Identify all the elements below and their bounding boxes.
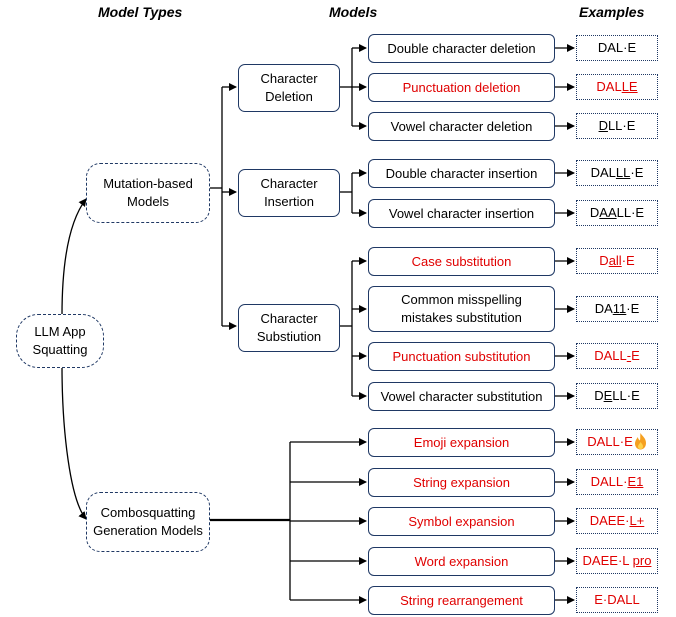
example-underlined: all: [608, 253, 622, 269]
example-pre: DA: [594, 301, 613, 317]
category-node-substitution: Character Substiution: [238, 304, 340, 352]
example-post: E: [631, 348, 640, 364]
model-label: Double character deletion: [387, 40, 536, 56]
example-node: DAEE·L pro: [576, 548, 658, 574]
model-label: String expansion: [413, 474, 510, 490]
model-node: Word expansion: [368, 547, 555, 576]
example-node: DALL·E: [576, 429, 658, 455]
type-node-mutation: Mutation-based Models: [86, 163, 210, 223]
model-label: String rearrangement: [400, 592, 523, 608]
example-underlined: LL: [615, 165, 631, 181]
example-node: DAL·E: [576, 35, 658, 61]
model-label: Vowel character deletion: [390, 118, 533, 134]
model-label: Punctuation substitution: [392, 348, 531, 364]
example-underlined: 11: [612, 301, 627, 317]
type-node-combosquatting: Combosquatting Generation Models: [86, 492, 210, 552]
model-node: Punctuation substitution: [368, 342, 555, 371]
model-label: Word expansion: [414, 553, 509, 569]
category-node-deletion: Character Deletion: [238, 64, 340, 112]
model-label: Emoji expansion: [413, 434, 510, 450]
model-node: Case substitution: [368, 247, 555, 276]
example-pre: DAL: [590, 165, 616, 181]
example-pre: D: [589, 205, 600, 221]
example-underlined: E1: [627, 474, 644, 490]
model-node: Common misspelling mistakes substitution: [368, 286, 555, 332]
category-label-deletion: Character Deletion: [260, 71, 318, 104]
example-pre: D: [594, 388, 604, 404]
model-label: Vowel character insertion: [388, 205, 535, 221]
example-underlined: E: [603, 388, 613, 404]
root-node: LLM App Squatting: [16, 314, 104, 368]
model-label: Double character insertion: [385, 165, 538, 181]
example-underlined: D: [598, 118, 608, 134]
example-post: ·E: [626, 301, 640, 317]
example-pre: DAEE·L: [582, 553, 633, 569]
type-label-combosquatting: Combosquatting Generation Models: [93, 505, 203, 538]
example-pre: DAL: [597, 40, 624, 56]
example-underlined: L+: [629, 513, 645, 529]
example-post: LL·E: [607, 118, 636, 134]
model-node: String expansion: [368, 468, 555, 497]
example-post: LL·E: [612, 388, 640, 404]
model-node: Punctuation deletion: [368, 73, 555, 102]
example-node: DALL·E1: [576, 469, 658, 495]
model-node: Double character insertion: [368, 159, 555, 188]
root-label: LLM App Squatting: [32, 324, 88, 357]
example-pre: DALL: [594, 348, 627, 364]
model-label: Case substitution: [411, 253, 512, 269]
example-pre: DAEE·: [589, 513, 630, 529]
category-label-substitution: Character Substiution: [256, 311, 322, 344]
example-post: ·E: [623, 40, 637, 56]
fire-icon: [634, 432, 646, 449]
example-pre: E·DALL: [594, 592, 640, 608]
example-underlined: -: [626, 348, 632, 364]
model-label: Punctuation deletion: [402, 79, 521, 95]
model-node: Vowel character insertion: [368, 199, 555, 228]
header-models: Models: [329, 4, 378, 20]
example-pre: DALL·: [590, 474, 628, 490]
example-underlined: AA: [599, 205, 617, 221]
model-label: Vowel character substitution: [380, 388, 543, 404]
model-node: Vowel character substitution: [368, 382, 555, 411]
model-node: Vowel character deletion: [368, 112, 555, 141]
example-pre: D: [599, 253, 609, 269]
example-node: E·DALL: [576, 587, 658, 613]
category-label-insertion: Character Insertion: [260, 176, 318, 209]
model-label: Symbol expansion: [408, 513, 515, 529]
example-post: LL·E: [616, 205, 645, 221]
model-node: Emoji expansion: [368, 428, 555, 457]
model-node: Symbol expansion: [368, 507, 555, 536]
model-node: String rearrangement: [368, 586, 555, 615]
header-examples: Examples: [579, 4, 645, 20]
model-node: Double character deletion: [368, 34, 555, 63]
example-underlined: pro: [632, 553, 652, 569]
model-label: Common misspelling mistakes substitution: [401, 292, 522, 325]
example-pre: DAL: [596, 79, 622, 95]
header-model-types: Model Types: [98, 4, 183, 20]
example-node: DALL-E: [576, 343, 658, 369]
example-pre: DALL·E: [587, 434, 633, 450]
example-node: DAEE·L+: [576, 508, 658, 534]
example-post: ·E: [630, 165, 644, 181]
type-label-mutation: Mutation-based Models: [103, 176, 193, 209]
category-node-insertion: Character Insertion: [238, 169, 340, 217]
example-post: ·E: [621, 253, 635, 269]
example-underlined: LE: [621, 79, 638, 95]
